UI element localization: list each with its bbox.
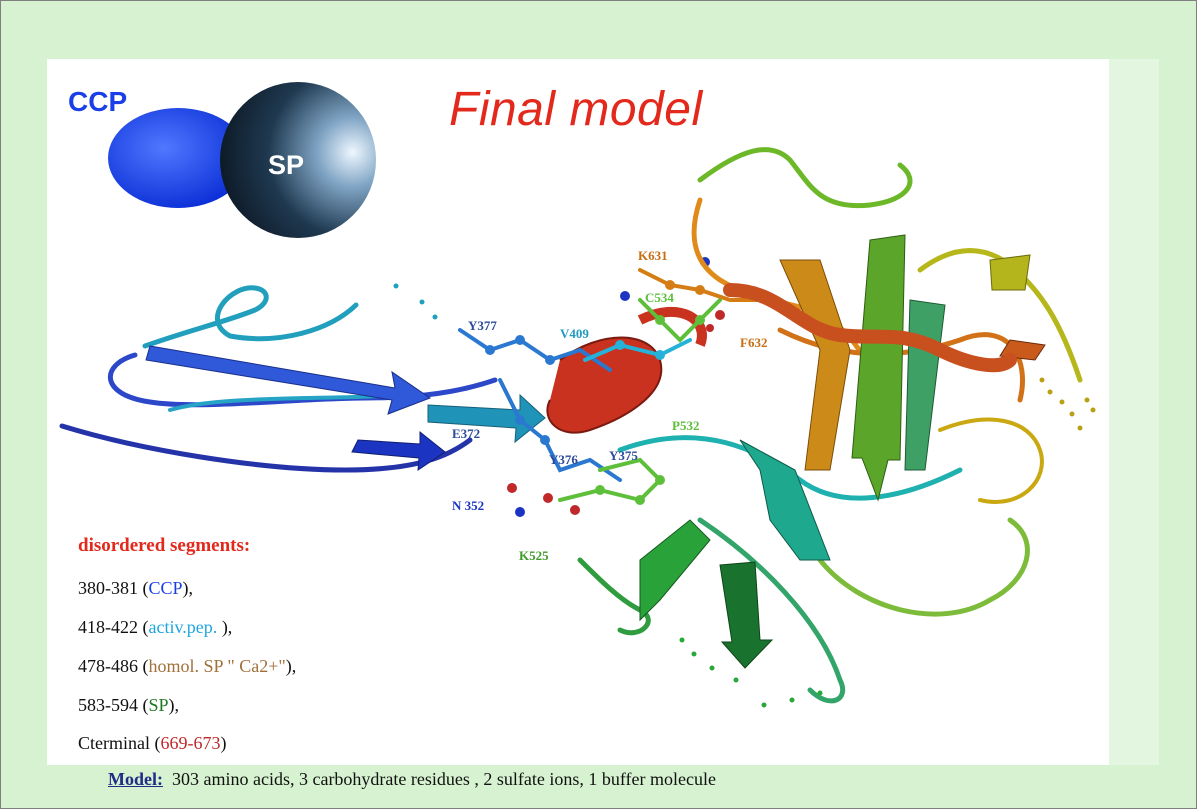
disordered-dots	[393, 283, 1096, 708]
segment-close-paren: )	[220, 733, 227, 753]
segment-range: 583-594	[78, 695, 138, 715]
residue-label-y377: Y377	[468, 318, 497, 333]
segment-range: 478-486	[78, 656, 138, 676]
model-summary-text: 303 amino acids, 3 carbohydrate residues…	[171, 769, 716, 789]
side-strip	[1109, 59, 1159, 765]
sp-helix	[723, 283, 1017, 373]
residue-label-n352: N 352	[452, 498, 485, 513]
residue-label-y376: Y376	[549, 452, 578, 467]
segment-domain-label: CCP	[148, 578, 183, 598]
segment-range: Cterminal	[78, 733, 150, 753]
segment-range: 380-381	[78, 578, 138, 598]
sp-beta-strands	[639, 234, 1046, 669]
segment-domain-label: homol. SP " Ca2+"	[148, 656, 286, 676]
residue-label-y375: Y375	[609, 448, 638, 463]
slide-title: Final model	[449, 83, 703, 136]
residue-label-f632: F632	[740, 335, 768, 350]
segment-open-paren: (	[138, 578, 149, 598]
segment-domain-label: 669-673	[160, 733, 221, 753]
ccp-beta-strands	[145, 345, 546, 471]
segment-domain-label: SP	[148, 695, 169, 715]
model-label: Model:	[108, 769, 163, 789]
residue-label-k631: K631	[638, 248, 668, 263]
segment-open-paren: (	[138, 695, 149, 715]
disordered-segment-row: 418-422 (activ.pep. ),	[78, 617, 232, 638]
residue-label-e372: E372	[452, 426, 481, 441]
disordered-segment-row: Cterminal (669-673)	[78, 733, 226, 754]
disordered-segment-row: 380-381 (CCP),	[78, 578, 193, 599]
segment-close-paren: ),	[182, 578, 194, 598]
segment-domain-label: activ.pep.	[148, 617, 222, 637]
segment-close-paren: ),	[285, 656, 297, 676]
disordered-segment-row: 478-486 (homol. SP " Ca2+"),	[78, 656, 296, 677]
disordered-segments-heading: disordered segments:	[78, 535, 251, 556]
residue-label-k525: K525	[519, 548, 549, 563]
segment-close-paren: ),	[168, 695, 180, 715]
atom-balls	[485, 257, 725, 517]
segment-open-paren: (	[138, 656, 149, 676]
model-summary: Model: 303 amino acids, 3 carbohydrate r…	[108, 769, 716, 790]
residue-label-v409: V409	[560, 326, 589, 341]
ccp-domain-sphere	[108, 108, 248, 208]
disordered-segment-row: 583-594 (SP),	[78, 695, 179, 716]
segment-open-paren: (	[149, 733, 161, 753]
segment-range: 418-422	[78, 617, 138, 637]
residue-label-c534: C534	[645, 290, 674, 305]
segment-open-paren: (	[138, 617, 149, 637]
sp-schematic-label: SP	[268, 150, 305, 180]
residue-label-p532: P532	[672, 418, 700, 433]
segment-close-paren: ),	[221, 617, 233, 637]
sp-domain-sphere	[220, 82, 376, 238]
ccp-schematic-label: CCP	[68, 86, 128, 117]
